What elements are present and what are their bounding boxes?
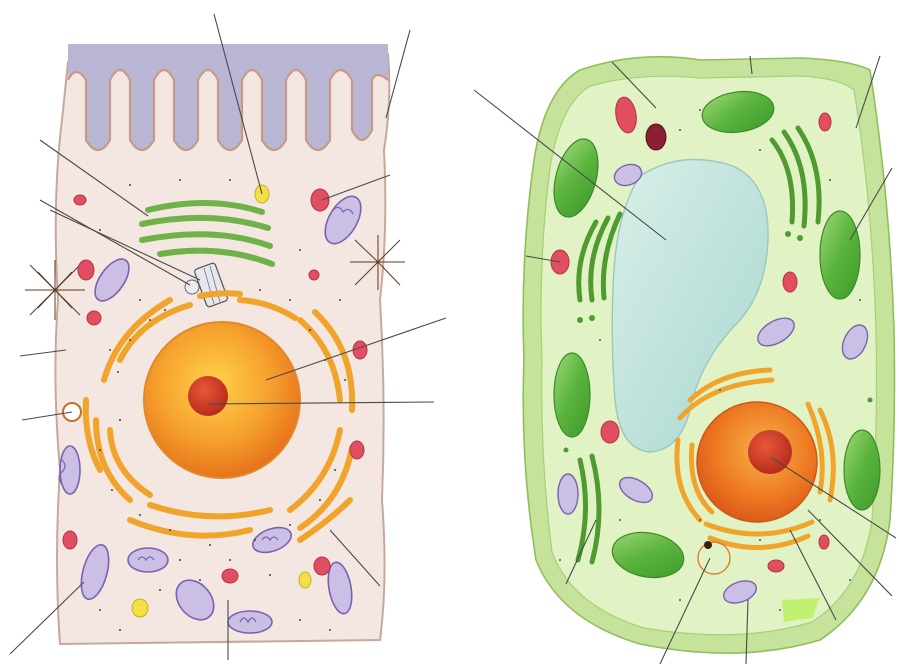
plant-cell bbox=[474, 56, 896, 664]
animal-cell bbox=[10, 14, 446, 660]
aster-right bbox=[350, 235, 405, 290]
nucleolus-plant bbox=[748, 430, 792, 474]
dark-body-plant bbox=[646, 124, 666, 150]
plant-vesicle-dot bbox=[704, 541, 712, 549]
aster-left bbox=[25, 260, 85, 320]
nucleolus-animal bbox=[188, 376, 228, 416]
